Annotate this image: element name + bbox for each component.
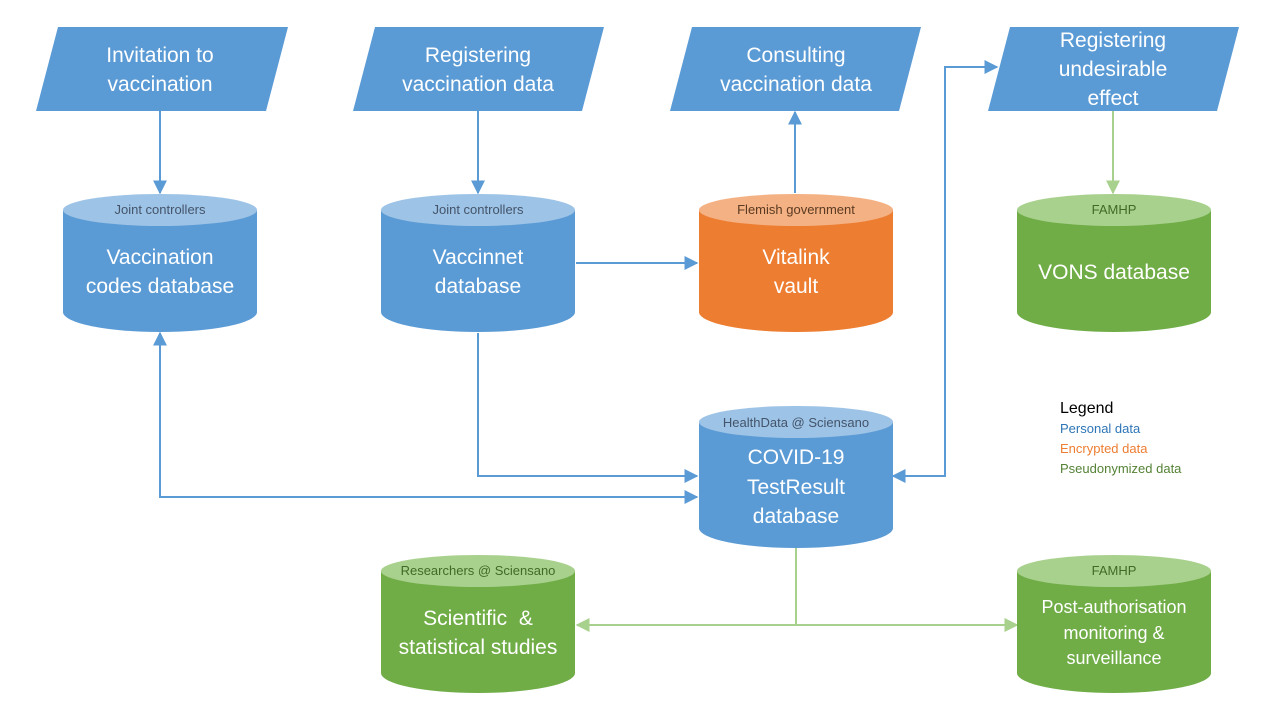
db-title-line2: codes database [86,275,234,298]
process-label-line2: vaccination [107,73,212,96]
process-registering-undesirable-effect: Registering undesirable effect [988,27,1239,111]
cylinder-body [1017,571,1211,693]
db-owner-label: Flemish government [737,202,855,217]
process-label-line2: vaccination data [720,73,872,96]
db-title-line1: Vaccination [106,246,213,269]
cylinder-body [699,210,893,332]
db-title-line3: database [753,505,839,528]
cylinder-body [381,571,575,693]
cylinder-body [381,210,575,332]
process-invitation: Invitation to vaccination [36,27,288,111]
process-shape [988,27,1239,111]
cylinder-top [699,194,893,226]
legend-title: Legend [1060,400,1114,417]
db-title-line1: VONS database [1038,261,1190,284]
db-post-authorisation: FAMHP Post-authorisation monitoring & su… [1017,555,1211,693]
cylinder-top [381,555,575,587]
db-vaccinnet: Joint controllers Vaccinnet database [381,194,575,332]
cylinder-top [699,406,893,438]
process-label-line3: effect [1088,87,1139,110]
db-owner-label: Researchers @ Sciensano [401,563,556,578]
db-title-line1: COVID-19 [748,446,845,469]
legend-personal-data: Personal data [1060,421,1141,436]
db-owner-label: Joint controllers [432,202,524,217]
cylinder-top [1017,194,1211,226]
connectors [153,60,1120,632]
db-owner-label: FAMHP [1092,202,1137,217]
process-shape [670,27,921,111]
cylinder-body [63,210,257,332]
arrow-covid-db-codes-db [153,331,699,504]
process-label-line2: undesirable [1059,58,1168,81]
legend-encrypted-data: Encrypted data [1060,441,1148,456]
db-title-line2: monitoring & [1063,623,1164,643]
db-owner-label: HealthData @ Sciensano [723,415,869,430]
process-label-line1: Invitation to [106,44,213,67]
db-covid-testresult: HealthData @ Sciensano COVID-19 TestResu… [699,406,893,548]
db-vons: FAMHP VONS database [1017,194,1211,332]
db-title-line3: surveillance [1066,648,1161,668]
cylinder-top [63,194,257,226]
process-label-line1: Registering [1060,29,1166,52]
db-vaccination-codes: Joint controllers Vaccination codes data… [63,194,257,332]
db-scientific-studies: Researchers @ Sciensano Scientific & sta… [381,555,575,693]
process-label-line1: Consulting [746,44,845,67]
db-owner-label: Joint controllers [114,202,206,217]
process-consulting-vaccination-data: Consulting vaccination data [670,27,921,111]
cylinder-top [1017,555,1211,587]
db-title-line1: Scientific & [423,607,533,630]
cylinder-body [699,422,893,548]
db-title-line2: statistical studies [399,636,558,659]
db-title-line2: TestResult [747,476,845,499]
arrow-covid-db-undesirable [891,60,999,483]
process-shape [36,27,288,111]
db-title-line1: Vitalink [762,246,830,269]
db-vitalink-vault: Flemish government Vitalink vault [699,194,893,332]
process-label-line2: vaccination data [402,73,554,96]
db-title-line1: Post-authorisation [1041,597,1186,617]
db-title-line2: vault [774,275,819,298]
cylinder-body [1017,210,1211,332]
db-title-line1: Vaccinnet [433,246,524,269]
cylinder-top [381,194,575,226]
process-shape [353,27,604,111]
legend: Legend Personal data Encrypted data Pseu… [1060,399,1181,479]
arrow-vaccinnet-to-covid-db [477,333,699,483]
legend-pseudonymized-data: Pseudonymized data [1060,461,1182,476]
process-label-line1: Registering [425,44,531,67]
db-owner-label: FAMHP [1092,563,1137,578]
process-registering-vaccination-data: Registering vaccination data [353,27,604,111]
db-title-line2: database [435,275,521,298]
